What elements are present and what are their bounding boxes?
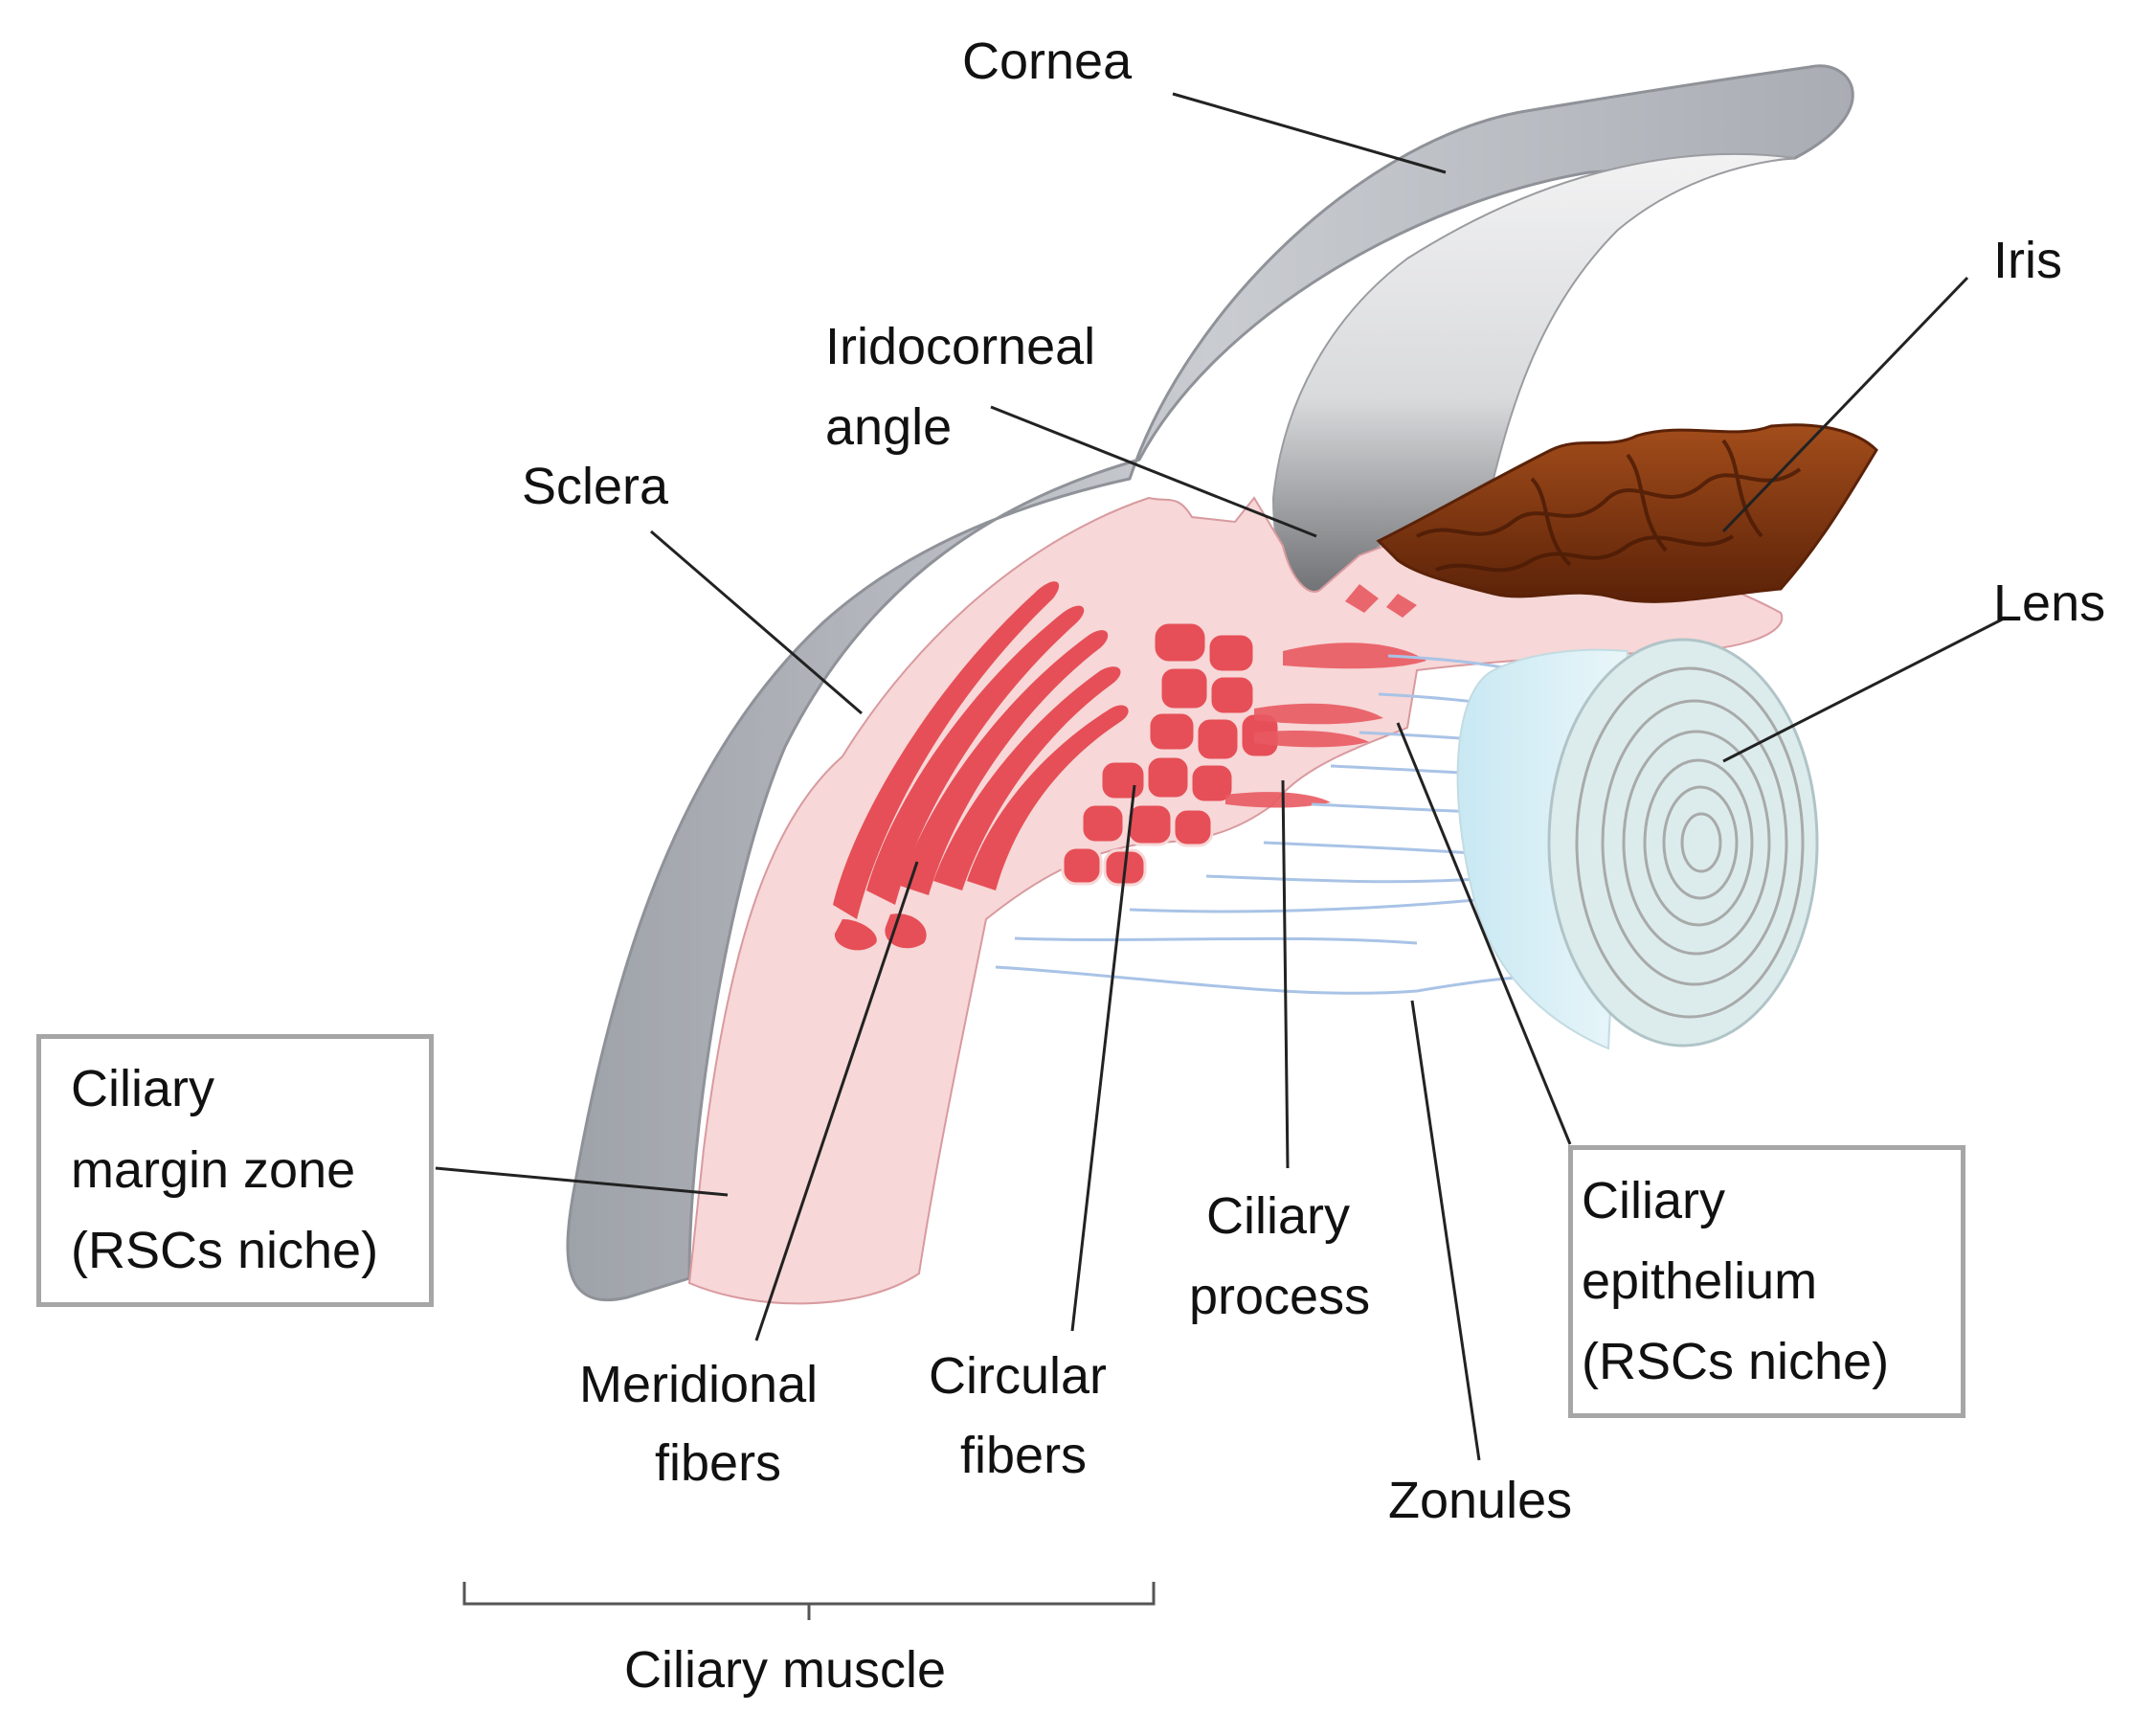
label-ciliary-margin-zone-line1: Ciliary — [71, 1060, 215, 1117]
label-iridocorneal-line2: angle — [825, 398, 953, 456]
sclera-cornea-band — [566, 64, 1854, 1302]
label-cornea: Cornea — [962, 33, 1133, 90]
ciliary-epithelium-box — [1568, 1145, 1965, 1418]
label-meridional-fibers-line1: Meridional — [579, 1356, 819, 1413]
lens — [1456, 638, 1819, 1050]
label-ciliary-epithelium-line2: epithelium — [1582, 1252, 1818, 1310]
label-ciliary-process-line2: process — [1189, 1268, 1371, 1325]
label-ciliary-epithelium-line3: (RSCs niche) — [1582, 1333, 1890, 1390]
label-iridocorneal-line1: Iridocorneal — [825, 318, 1096, 375]
label-ciliary-process-line1: Ciliary — [1206, 1187, 1351, 1245]
label-ciliary-epithelium-line1: Ciliary — [1582, 1172, 1726, 1229]
label-zonules: Zonules — [1388, 1472, 1573, 1529]
label-iris: Iris — [1993, 232, 2062, 289]
label-ciliary-margin-zone-line2: margin zone — [71, 1141, 356, 1199]
ciliary-muscle-brace — [462, 1582, 1156, 1620]
ciliary-processes — [1225, 584, 1426, 808]
iris-ridges — [1416, 439, 1802, 573]
label-ciliary-muscle: Ciliary muscle — [624, 1641, 947, 1699]
iris — [1376, 423, 1878, 603]
label-lens: Lens — [1993, 575, 2106, 632]
label-ciliary-margin-zone-line3: (RSCs niche) — [71, 1222, 379, 1279]
label-meridional-fibers-line2: fibers — [655, 1434, 782, 1492]
circular-fibers — [1061, 620, 1281, 887]
label-circular-fibers-line1: Circular — [929, 1347, 1108, 1405]
leader-lines — [435, 92, 2007, 1461]
label-sclera: Sclera — [522, 458, 669, 515]
label-circular-fibers-line2: fibers — [960, 1427, 1088, 1484]
ciliary-margin-zone-box — [36, 1034, 434, 1307]
